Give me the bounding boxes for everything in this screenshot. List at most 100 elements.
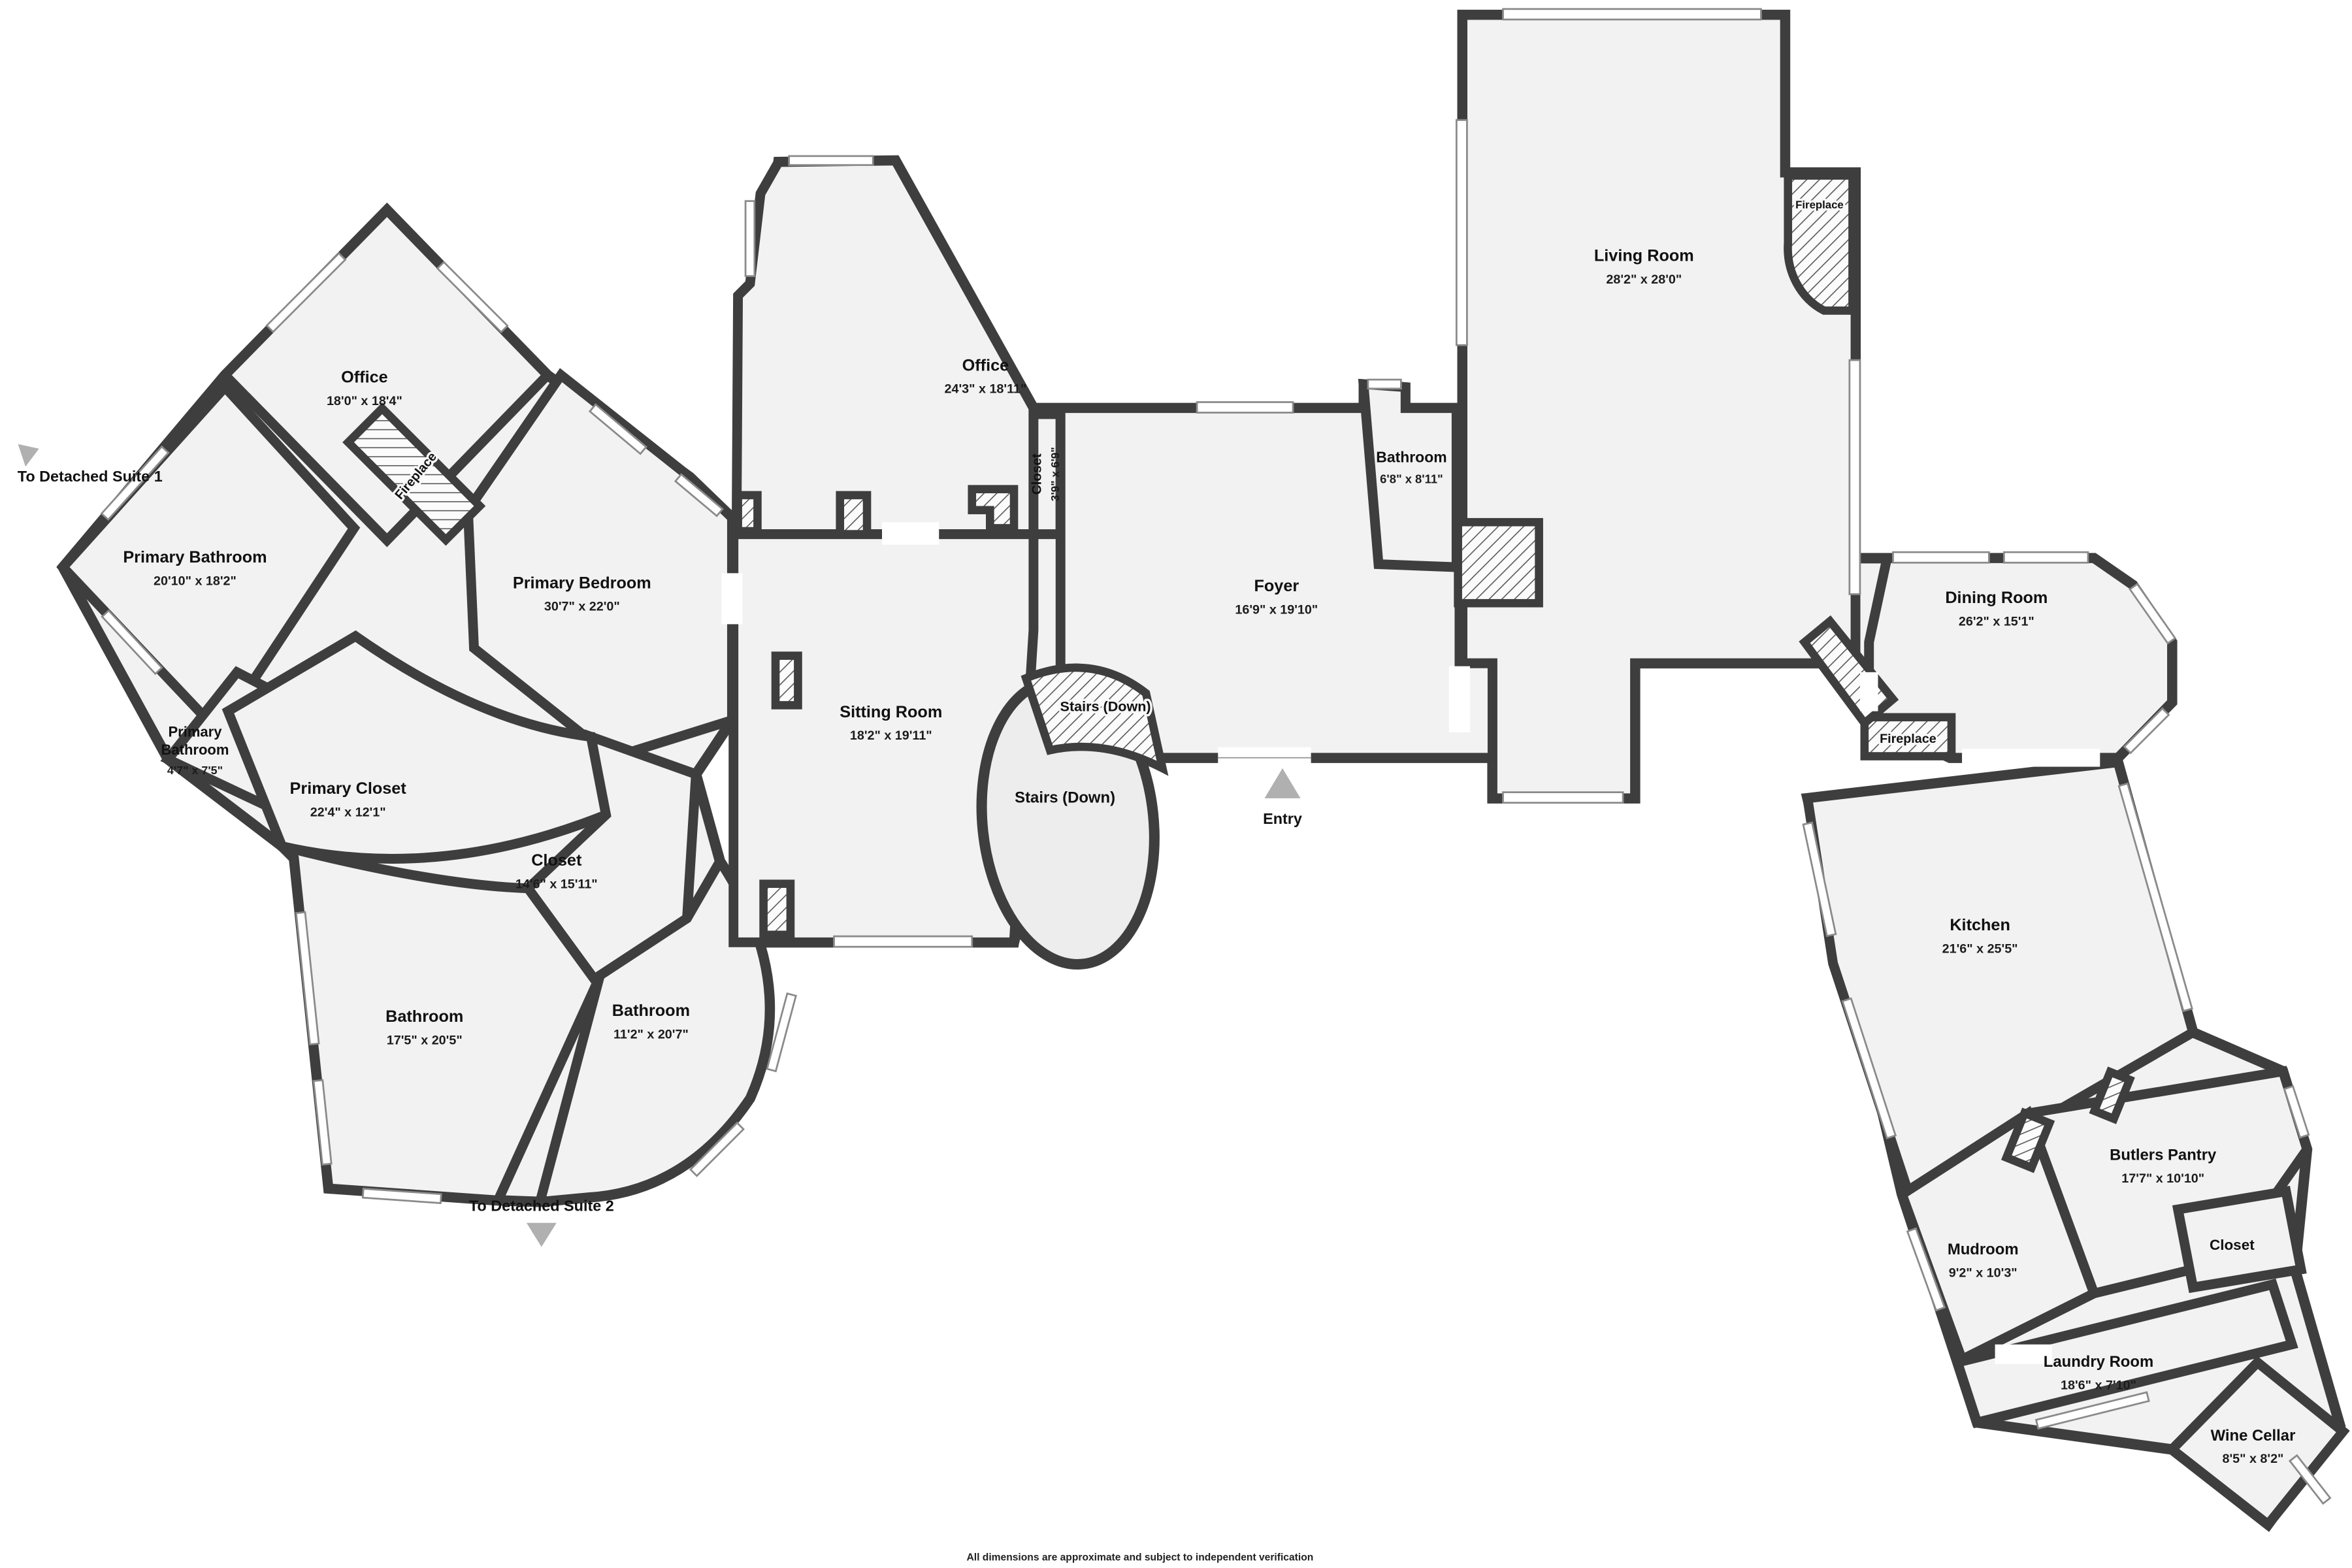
window-bathroom-west-bottom xyxy=(361,1187,442,1204)
dims-sitting-room: 18'2" x 19'11" xyxy=(850,728,932,743)
window-office-west-ur xyxy=(436,261,509,334)
window-bedroom-2 xyxy=(674,473,724,517)
label-bathroom-southwest: Bathroom xyxy=(612,1002,690,1020)
office-center-step-hatch xyxy=(968,485,1019,532)
dims-living-room: 28'2" x 28'0" xyxy=(1606,272,1682,287)
room-living-shape xyxy=(1458,10,1861,804)
dims-laundry-room: 18'6" x 7'10" xyxy=(2061,1379,2136,1393)
window-bathroom-west-left-2 xyxy=(312,1079,333,1166)
label-foyer: Foyer xyxy=(1254,577,1299,595)
room-bathroom-west-shape xyxy=(266,837,603,1206)
dims-primary-closet: 22'4" x 12'1" xyxy=(310,805,386,819)
dims-wine-cellar: 8'5" x 8'2" xyxy=(2223,1452,2284,1466)
label-closet-foyer: Closet xyxy=(1029,453,1044,495)
window-bedroom-1 xyxy=(588,403,647,455)
window-foyer-top xyxy=(1196,401,1294,414)
window-primary-bathroom-ll xyxy=(101,609,163,676)
detached-suite-2-arrow-icon xyxy=(526,1222,557,1247)
dims-primary-bathroom-2: 4'7" x 7'5" xyxy=(167,764,223,777)
window-primary-bathroom-ul xyxy=(100,445,170,521)
label-dining-room: Dining Room xyxy=(1945,589,2048,607)
label-kitchen: Kitchen xyxy=(1950,916,2010,934)
dims-mudroom: 9'2" x 10'3" xyxy=(1949,1266,2017,1280)
label-primary-bathroom-2-line1: Primary xyxy=(168,724,222,740)
label-office-center: Office xyxy=(962,356,1009,374)
label-bathroom-foyer: Bathroom xyxy=(1376,448,1446,465)
window-bathroom-sw-right-2 xyxy=(689,1121,745,1177)
window-office-center-top xyxy=(788,155,874,167)
window-kitchen-right xyxy=(2117,782,2193,1013)
door-opening-bedroom-sitting xyxy=(721,573,743,625)
dims-foyer: 16'9" x 19'10" xyxy=(1235,602,1318,617)
dims-bathroom-foyer: 6'8" x 8'11" xyxy=(1380,472,1443,486)
door-opening-mudroom-laundry xyxy=(1995,1344,2052,1364)
window-pantry-right xyxy=(2283,1085,2310,1139)
label-bathroom-west: Bathroom xyxy=(385,1007,463,1026)
dims-primary-bedroom: 30'7" x 22'0" xyxy=(544,600,620,614)
fireplace-west-hatch xyxy=(342,402,486,546)
pantry-column-2 xyxy=(2089,1066,2135,1124)
label-entry: Entry xyxy=(1263,810,1302,827)
window-bathroom-sw-right-1 xyxy=(766,992,797,1073)
sitting-column-1 xyxy=(771,651,802,710)
door-opening-foyer-living xyxy=(1448,666,1470,732)
label-primary-bathroom-2-line2: Bathroom xyxy=(161,742,229,758)
window-living-right xyxy=(1848,359,1861,595)
window-laundry-bottom xyxy=(2034,1391,2150,1430)
window-wine-right xyxy=(2288,1454,2332,1505)
window-kitchen-left-1 xyxy=(1802,821,1837,938)
label-mudroom: Mudroom xyxy=(1948,1241,2019,1258)
foyer-column-hatch xyxy=(1454,517,1543,608)
label-laundry-room: Laundry Room xyxy=(2044,1353,2153,1371)
label-stairs-down-lower: Stairs (Down) xyxy=(1015,789,1115,807)
window-office-center-left xyxy=(744,200,756,277)
label-sitting-room: Sitting Room xyxy=(840,703,942,721)
fireplace-west xyxy=(342,402,486,546)
label-to-detached-suite-1: To Detached Suite 1 xyxy=(18,468,163,485)
label-fireplace-dining: Fireplace xyxy=(1880,732,1936,746)
window-bathroom-foyer-top xyxy=(1367,378,1402,390)
dims-butlers-pantry: 17'7" x 10'10" xyxy=(2121,1171,2204,1186)
room-wine-cellar-shape xyxy=(2164,1356,2350,1531)
window-dining-right-2 xyxy=(2123,707,2170,755)
label-primary-bathroom: Primary Bathroom xyxy=(123,548,267,566)
label-to-detached-suite-2: To Detached Suite 2 xyxy=(469,1197,614,1214)
dims-office-west: 18'0" x 18'4" xyxy=(327,394,402,408)
label-living-room: Living Room xyxy=(1594,247,1694,265)
dims-dining-room: 26'2" x 15'1" xyxy=(1959,615,2034,629)
entry-arrow-icon xyxy=(1264,768,1301,798)
window-dining-top-1 xyxy=(1892,551,1990,564)
label-stairs-down-upper: Stairs (Down) xyxy=(1060,698,1151,715)
window-living-top xyxy=(1502,8,1762,21)
label-closet-mudroom: Closet xyxy=(2210,1237,2255,1253)
room-office-center-shape xyxy=(731,155,1039,540)
dims-office-center: 24'3" x 18'11" xyxy=(945,382,1027,397)
dims-bathroom-southwest: 11'2" x 20'7" xyxy=(613,1027,689,1041)
window-kitchen-left-2 xyxy=(1841,997,1897,1139)
fireplace-dining-hatch xyxy=(1860,713,1956,760)
window-bathroom-west-left-1 xyxy=(295,911,320,1046)
label-butlers-pantry: Butlers Pantry xyxy=(2110,1146,2217,1164)
window-sitting-bottom xyxy=(833,935,973,948)
dims-kitchen: 21'6" x 25'5" xyxy=(1942,941,2018,956)
detached-suite-1-arrow-icon xyxy=(18,444,39,467)
label-office-west: Office xyxy=(341,368,388,387)
dims-primary-bathroom: 20'10" x 18'2" xyxy=(154,574,237,589)
label-primary-bedroom: Primary Bedroom xyxy=(513,574,651,592)
office-center-column-1 xyxy=(836,491,872,538)
label-fireplace-living: Fireplace xyxy=(1795,199,1844,211)
room-bathroom-foyer-shape xyxy=(1358,378,1462,572)
window-living-left xyxy=(1455,119,1468,346)
pantry-column-1 xyxy=(2001,1107,2055,1173)
door-opening-dining-foyer xyxy=(1859,672,1878,711)
dims-closet-west: 14'6" x 15'11" xyxy=(515,877,598,892)
window-dining-top-2 xyxy=(2002,551,2089,564)
sitting-column-2 xyxy=(759,879,795,939)
fireplace-living-hatch xyxy=(1784,171,1857,315)
label-wine-cellar: Wine Cellar xyxy=(2211,1427,2296,1445)
dims-closet-foyer: 3'9" x 6'9" xyxy=(1049,447,1062,501)
footer-disclaimer: All dimensions are approximate and subje… xyxy=(967,1552,1314,1563)
office-center-column-2 xyxy=(734,491,762,536)
label-primary-closet: Primary Closet xyxy=(290,779,407,798)
